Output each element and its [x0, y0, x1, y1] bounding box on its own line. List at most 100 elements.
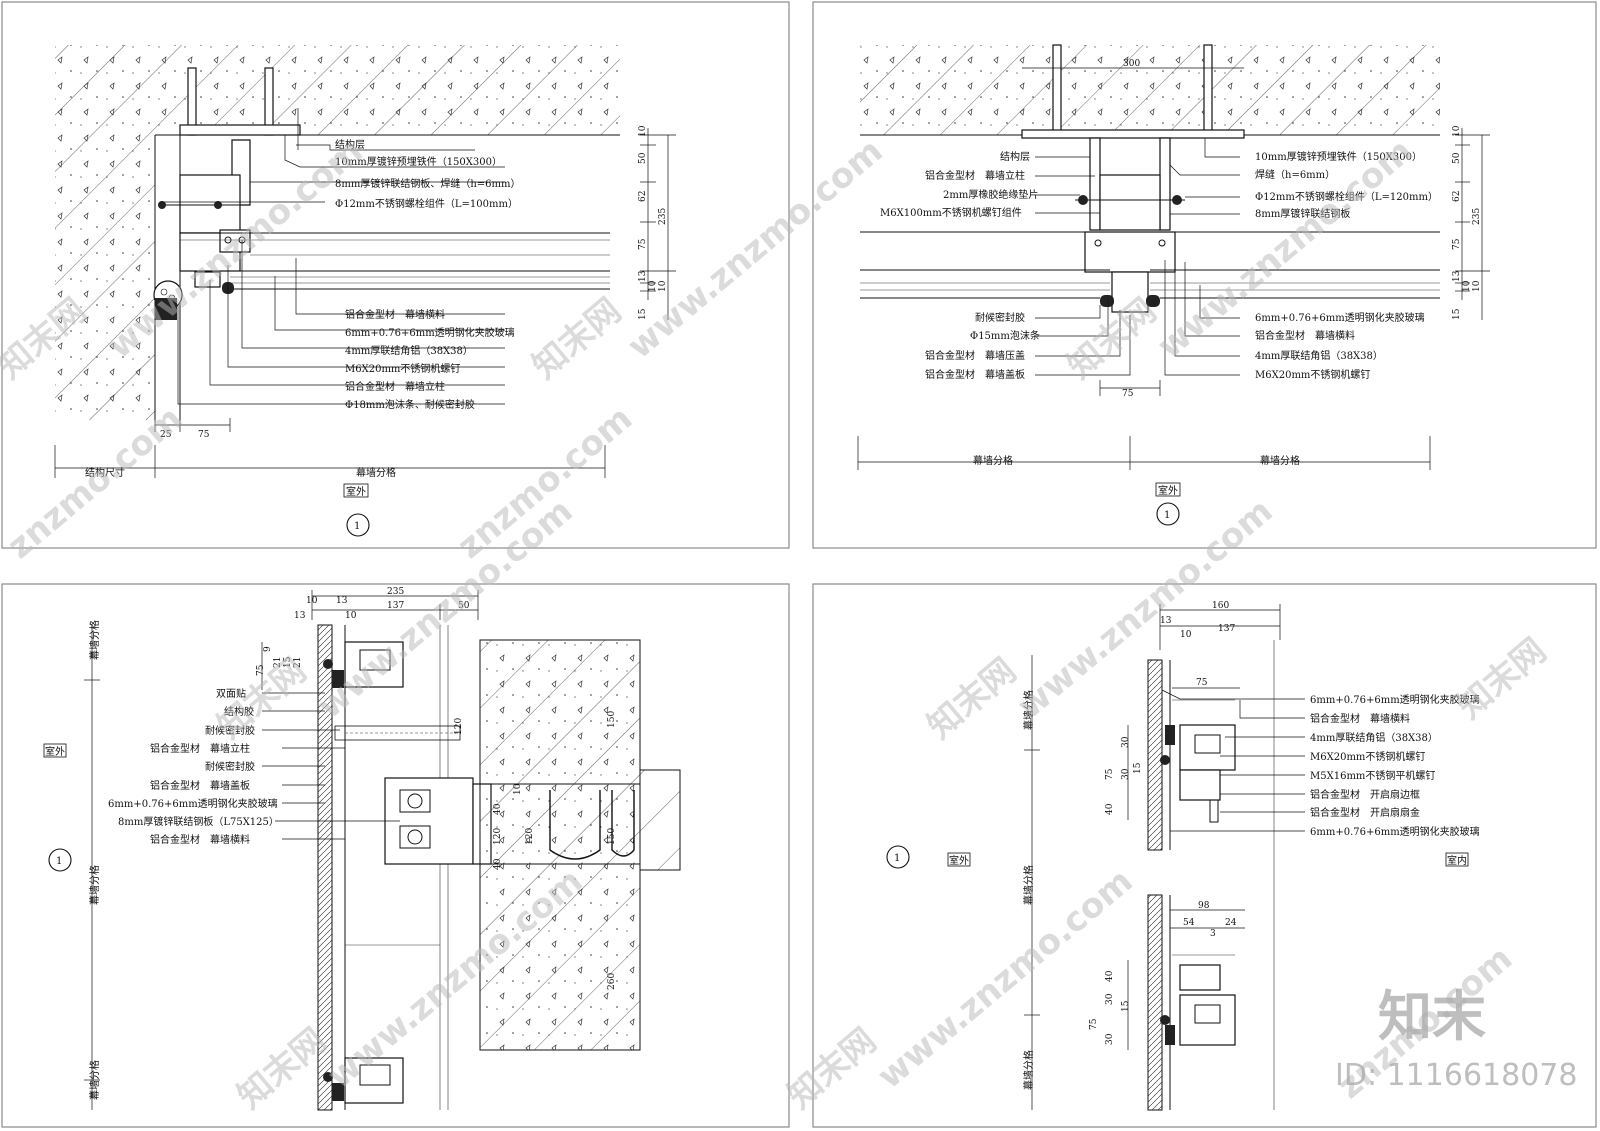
label-transom: 铝合金型材 幕墙横料 [345, 308, 445, 321]
label-structural-adhesive: 结构胶 [224, 705, 254, 718]
structure-ceiling-2 [860, 45, 1440, 136]
dim3-21: 21 [273, 657, 283, 668]
panel-4-dims: 160 13 137 10 75 30 75 30 15 40 98 54 24… [1089, 601, 1281, 1050]
label-connection-plate-weld: 8mm厚镀锌联结钢板、焊缝（h=6mm） [335, 177, 520, 190]
panel-4-span-dims: 幕墙分格 幕墙分格 幕墙分格 1 室外 室内 [886, 655, 1469, 1110]
label-laminated-glass: 6mm+0.76+6mm透明钢化夹胶玻璃 [345, 326, 515, 339]
dim3-150a: 150 [607, 711, 617, 728]
dim3-235: 235 [387, 587, 404, 597]
dim3-40a: 40 [493, 803, 503, 815]
dim4-30b: 30 [1121, 768, 1131, 780]
label-pressure-plate: 铝合金型材 幕墙压盖 [925, 349, 1025, 362]
dim4-40a: 40 [1105, 803, 1115, 815]
detail-number-2: 1 [1164, 510, 1170, 521]
label-glass-4a: 6mm+0.76+6mm透明钢化夹胶玻璃 [1310, 693, 1480, 706]
dim-75b: 75 [198, 430, 210, 440]
dim-50: 50 [638, 152, 648, 164]
label-m5x16-4: M5X16mm不锈钢平机螺钉 [1310, 769, 1435, 782]
watermark-site-2: www.znzmo.com [620, 131, 890, 367]
panel-1-transom-wall-joint: 结构层 10mm厚镀锌预埋铁件（150X300） 8mm厚镀锌联结钢板、焊缝（h… [1, 1, 790, 549]
panel-1-leaders [160, 108, 505, 405]
span-curtain-grid: 幕墙分格 [356, 466, 396, 479]
detail-number-4: 1 [894, 853, 900, 864]
transom-top-3 [323, 641, 404, 688]
dim3-260: 260 [607, 973, 617, 990]
panel-1-dim-right: 10 50 62 235 75 13 10 10 15 [638, 125, 676, 320]
detail-marker-2 [1156, 502, 1180, 526]
glass-and-horizontal-lines [180, 232, 610, 290]
dim4-54: 54 [1183, 918, 1195, 928]
dim-15: 15 [638, 308, 648, 320]
dim3-15: 15 [283, 656, 293, 668]
label-transom-4: 铝合金型材 幕墙横料 [1310, 712, 1410, 725]
dim4-15a: 15 [1133, 762, 1143, 774]
label-embedded-plate-2: 10mm厚镀锌预埋铁件（150X300） [1255, 150, 1422, 163]
panel-1-frame [1, 1, 790, 549]
panel-4-labels: 6mm+0.76+6mm透明钢化夹胶玻璃 铝合金型材 幕墙横料 4mm厚联结角铝… [1310, 693, 1480, 838]
dim4-137: 137 [1218, 624, 1235, 634]
dim2-75-bottom: 75 [1122, 389, 1134, 399]
dim4-98: 98 [1198, 901, 1210, 911]
watermark-brand-6: 知末网 [1450, 631, 1554, 727]
side-label-exterior-3: 室外 [45, 745, 65, 758]
label-sash-frame-4: 铝合金型材 开启扇边框 [1310, 788, 1420, 801]
label-m6x100-screw: M6X100mm不锈钢机螺钉组件 [880, 206, 1022, 219]
panel-1-dim-bottom: 25 75 结构尺寸 幕墙分格 [54, 418, 606, 479]
label-transom-3: 铝合金型材 幕墙横料 [150, 833, 250, 846]
span-structure-size: 结构尺寸 [85, 466, 125, 479]
dim3-120b: 120 [493, 828, 503, 845]
label-weather-sealant-3b: 耐候密封胶 [205, 760, 255, 773]
dim3-150b: 150 [607, 828, 617, 845]
label-m6x20-4: M6X20mm不锈钢机螺钉 [1310, 750, 1425, 763]
label-double-tape: 双面贴 [216, 687, 246, 700]
transom-bottom-3 [323, 1057, 404, 1104]
panel-3-dims: 235 10 13 137 50 13 10 75 9 21 15 21 120… [256, 587, 617, 990]
dim2-62: 62 [1452, 191, 1462, 202]
panel-1-labels: 结构层 10mm厚镀锌预埋铁件（150X300） 8mm厚镀锌联结钢板、焊缝（h… [335, 138, 520, 411]
steel-bracket [158, 139, 251, 234]
label-transom-2: 铝合金型材 幕墙横料 [1255, 329, 1355, 342]
panel-4-frame [812, 583, 1597, 1128]
dim3-21b: 21 [293, 657, 303, 668]
panel-2-mullion-joint: 300 [812, 1, 1597, 549]
span4-top: 幕墙分格 [1022, 690, 1035, 730]
dim3-40b: 40 [493, 858, 503, 870]
span3-bottom: 幕墙分格 [88, 1060, 101, 1100]
span4-mid: 幕墙分格 [1022, 865, 1035, 905]
transom-upper-4 [1160, 724, 1236, 823]
label-glass-3: 6mm+0.76+6mm透明钢化夹胶玻璃 [108, 797, 278, 810]
label-embedded-plate: 10mm厚镀锌预埋铁件（150X300） [335, 155, 502, 168]
dim2-10b: 10 [1462, 280, 1472, 292]
panel-3-span-dims: 幕墙分格 幕墙分格 幕墙分格 室外 1 [43, 620, 101, 1110]
dim3-10: 10 [306, 596, 318, 606]
label-connection-plate-3: 8mm厚镀锌联结钢板（L75X125） [118, 815, 279, 828]
dim3-10b: 10 [345, 611, 357, 621]
panel-4-operable-window: 幕墙分格 幕墙分格 幕墙分格 1 室外 室内 [812, 583, 1597, 1128]
dim4-75b: 75 [1089, 1018, 1099, 1030]
dim3-13b: 13 [294, 611, 306, 621]
dim4-10: 10 [1180, 630, 1192, 640]
dim4-15b: 15 [1121, 1000, 1131, 1012]
label-foam-15: Φ15mm泡沫条 [970, 329, 1040, 342]
dim4-3: 3 [1210, 929, 1216, 939]
label-glass-2: 6mm+0.76+6mm透明钢化夹胶玻璃 [1255, 311, 1425, 324]
dim4-13: 13 [1160, 616, 1172, 626]
detail-number-3: 1 [56, 856, 62, 867]
dim4-75: 75 [1196, 678, 1208, 688]
structure-wall [55, 134, 181, 420]
glass-vertical-4 [1147, 640, 1275, 1111]
label-angle-4: 4mm厚联结角铝（38X38） [1310, 731, 1438, 744]
label-structure-layer: 结构层 [335, 138, 365, 151]
foam-rod-3 [334, 725, 461, 741]
panel-2-labels-right: 10mm厚镀锌预埋铁件（150X300） 焊缝（h=6mm） Φ12mm不锈钢螺… [1255, 150, 1438, 381]
panel-2-frame [812, 1, 1597, 549]
watermark-site-4: znzmo.com [0, 398, 190, 566]
label-sash-4: 铝合金型材 开启扇扇金 [1310, 806, 1420, 819]
dim3-10m: 10 [513, 783, 523, 795]
panel-3-leaders [262, 692, 400, 840]
label-connection-plate-2: 8mm厚镀锌联结钢板 [1255, 207, 1350, 220]
label-glass-4b: 6mm+0.76+6mm透明钢化夹胶玻璃 [1310, 825, 1480, 838]
dim3-9: 9 [263, 646, 273, 652]
mullion-and-brackets [1075, 137, 1185, 313]
